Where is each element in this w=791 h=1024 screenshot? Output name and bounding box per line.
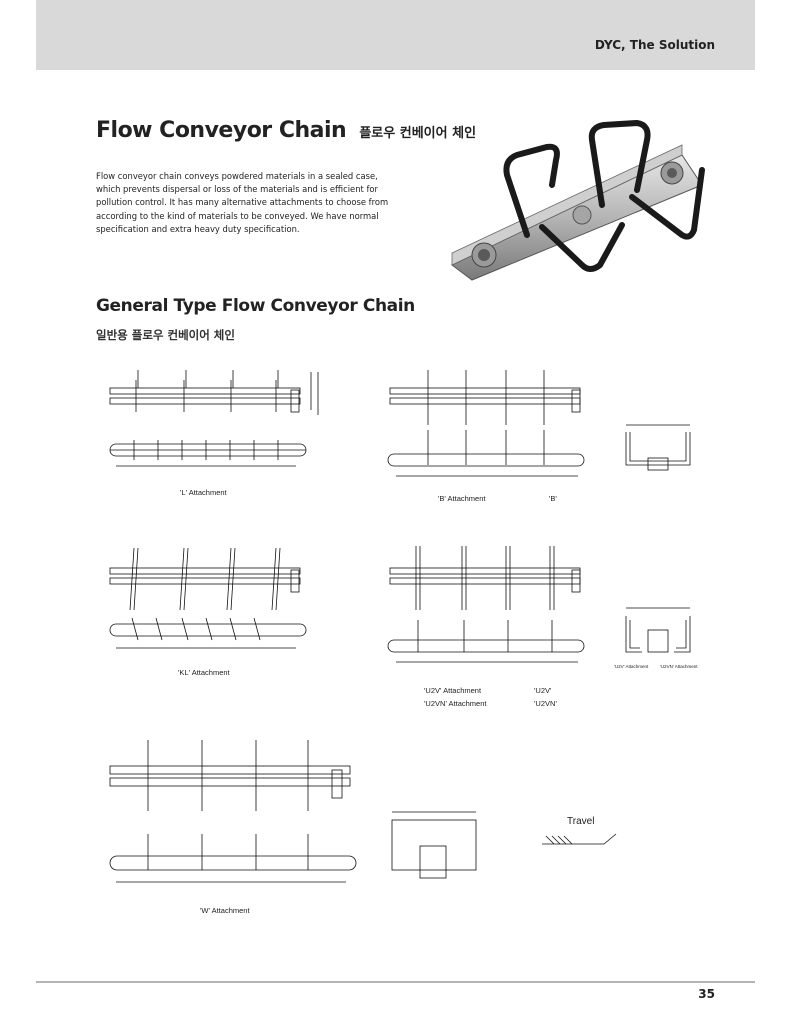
b-attachment-drawing [387,370,585,477]
title-english: Flow Conveyor Chain [96,118,347,143]
title-korean: 플로우 컨베이어 체인 [359,126,477,141]
chain-product-photo [451,119,705,281]
intro-line: according to the kind of materials to be… [96,210,379,221]
kl-attachment-caption: 'KL' Attachment [178,668,230,677]
u2v-attachment-caption-short: 'U2V' [534,686,552,695]
travel-label: Travel [567,816,595,827]
page-title: Flow Conveyor Chain 플로우 컨베이어 체인 [96,118,476,143]
kl-attachment-drawing [109,547,307,649]
b-attachment-caption-short: 'B' [549,494,557,503]
intro-paragraph: Flow conveyor chain conveys powdered mat… [96,170,418,236]
w-detail-section [391,811,477,879]
w-attachment-drawing [109,740,357,883]
intro-line: pollution control. It has many alternati… [96,197,389,208]
u2vn-detail-caption-right: 'U2VN' Attachment [660,664,698,669]
u2v-attachment-drawing [387,546,585,663]
b-attachment-caption: 'B' Attachment [438,494,486,503]
u2vn-attachment-caption: 'U2VN' Attachment [424,699,487,708]
u2v-detail-caption-left: 'U2V' Attachment [614,664,649,669]
intro-line: Flow conveyor chain conveys powdered mat… [96,171,378,181]
page-number: 35 [698,987,715,1001]
l-attachment-caption: 'L' Attachment [180,488,227,497]
subsection-title: General Type Flow Conveyor Chain [96,296,415,316]
w-attachment-caption: 'W' Attachment [200,906,250,915]
intro-line: which prevents dispersal or loss of the … [96,184,378,195]
u2v-detail-section [625,607,691,653]
u2vn-attachment-caption-short: 'U2VN' [534,699,557,708]
b-detail-section [625,424,691,471]
intro-line: specification and extra heavy duty speci… [96,223,300,234]
brand-tagline: DYC, The Solution [594,38,715,52]
l-attachment-drawing [109,370,319,467]
subsection-title-korean: 일반용 플로우 컨베이어 체인 [96,328,235,342]
footer-rule [36,981,755,983]
header-band: DYC, The Solution [36,0,755,70]
travel-direction-arrow [542,833,617,845]
u2v-attachment-caption: 'U2V' Attachment [424,686,482,695]
